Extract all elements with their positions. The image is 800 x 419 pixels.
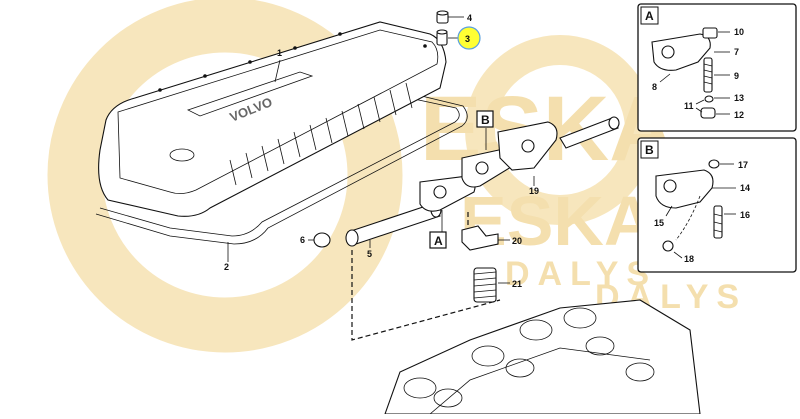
inset-a: A 10 7 8 9 11 12 13 <box>637 3 797 132</box>
callout-5: 5 <box>367 249 372 259</box>
watermark-line-3: DALYS <box>505 255 657 293</box>
callout-4: 4 <box>467 13 472 23</box>
callouts: 1 2 3 4 5 6 19 20 21 <box>224 13 539 289</box>
watermark-gear-icon <box>47 0 403 353</box>
inset-b: B 17 14 15 16 18 <box>637 137 797 273</box>
rocker-bracket <box>497 121 558 171</box>
svg-text:A: A <box>434 234 443 248</box>
detail-flag-a: A <box>429 231 447 249</box>
callout-1: 1 <box>277 48 282 58</box>
inset-a-label-10: 10 <box>734 27 744 37</box>
callout-20: 20 <box>512 236 522 246</box>
rear-shaft <box>559 116 620 149</box>
rocker-arm-a <box>419 175 476 212</box>
valve-cover: VOLVO <box>98 21 447 217</box>
inset-b-label-15: 15 <box>654 218 664 228</box>
bridge-20 <box>461 225 499 251</box>
inset-b-label-17: 17 <box>738 160 748 170</box>
inset-a-label-7: 7 <box>734 47 739 57</box>
inset-a-label-8: 8 <box>652 82 657 92</box>
valve-spring-21 <box>473 267 497 303</box>
inset-a-label-11: 11 <box>684 101 694 111</box>
cover-sleeve <box>436 29 448 46</box>
inset-b-label-14: 14 <box>740 183 750 193</box>
gasket <box>95 91 468 245</box>
leader-lines <box>227 16 535 284</box>
inset-a-label-13: 13 <box>734 93 744 103</box>
inset-b-flag: B <box>645 143 654 157</box>
callout-6: 6 <box>300 235 305 245</box>
cylinder-head <box>384 299 701 415</box>
inset-b-label-16: 16 <box>740 210 750 220</box>
inset-a-label-12: 12 <box>734 110 744 120</box>
callout-21: 21 <box>512 279 522 289</box>
inset-a-flag: A <box>645 9 654 23</box>
detail-flag-b: B <box>476 110 494 128</box>
cover-nut <box>436 10 449 24</box>
inset-b-label-18: 18 <box>684 254 694 264</box>
o-ring <box>313 232 331 248</box>
inset-a-label-9: 9 <box>734 71 739 81</box>
callout-3: 3 <box>465 34 470 44</box>
highlight-marker <box>457 26 481 50</box>
callout-19: 19 <box>529 186 539 196</box>
svg-text:B: B <box>481 113 490 127</box>
callout-2: 2 <box>224 262 229 272</box>
watermark-line-2: ESKA <box>460 182 654 260</box>
